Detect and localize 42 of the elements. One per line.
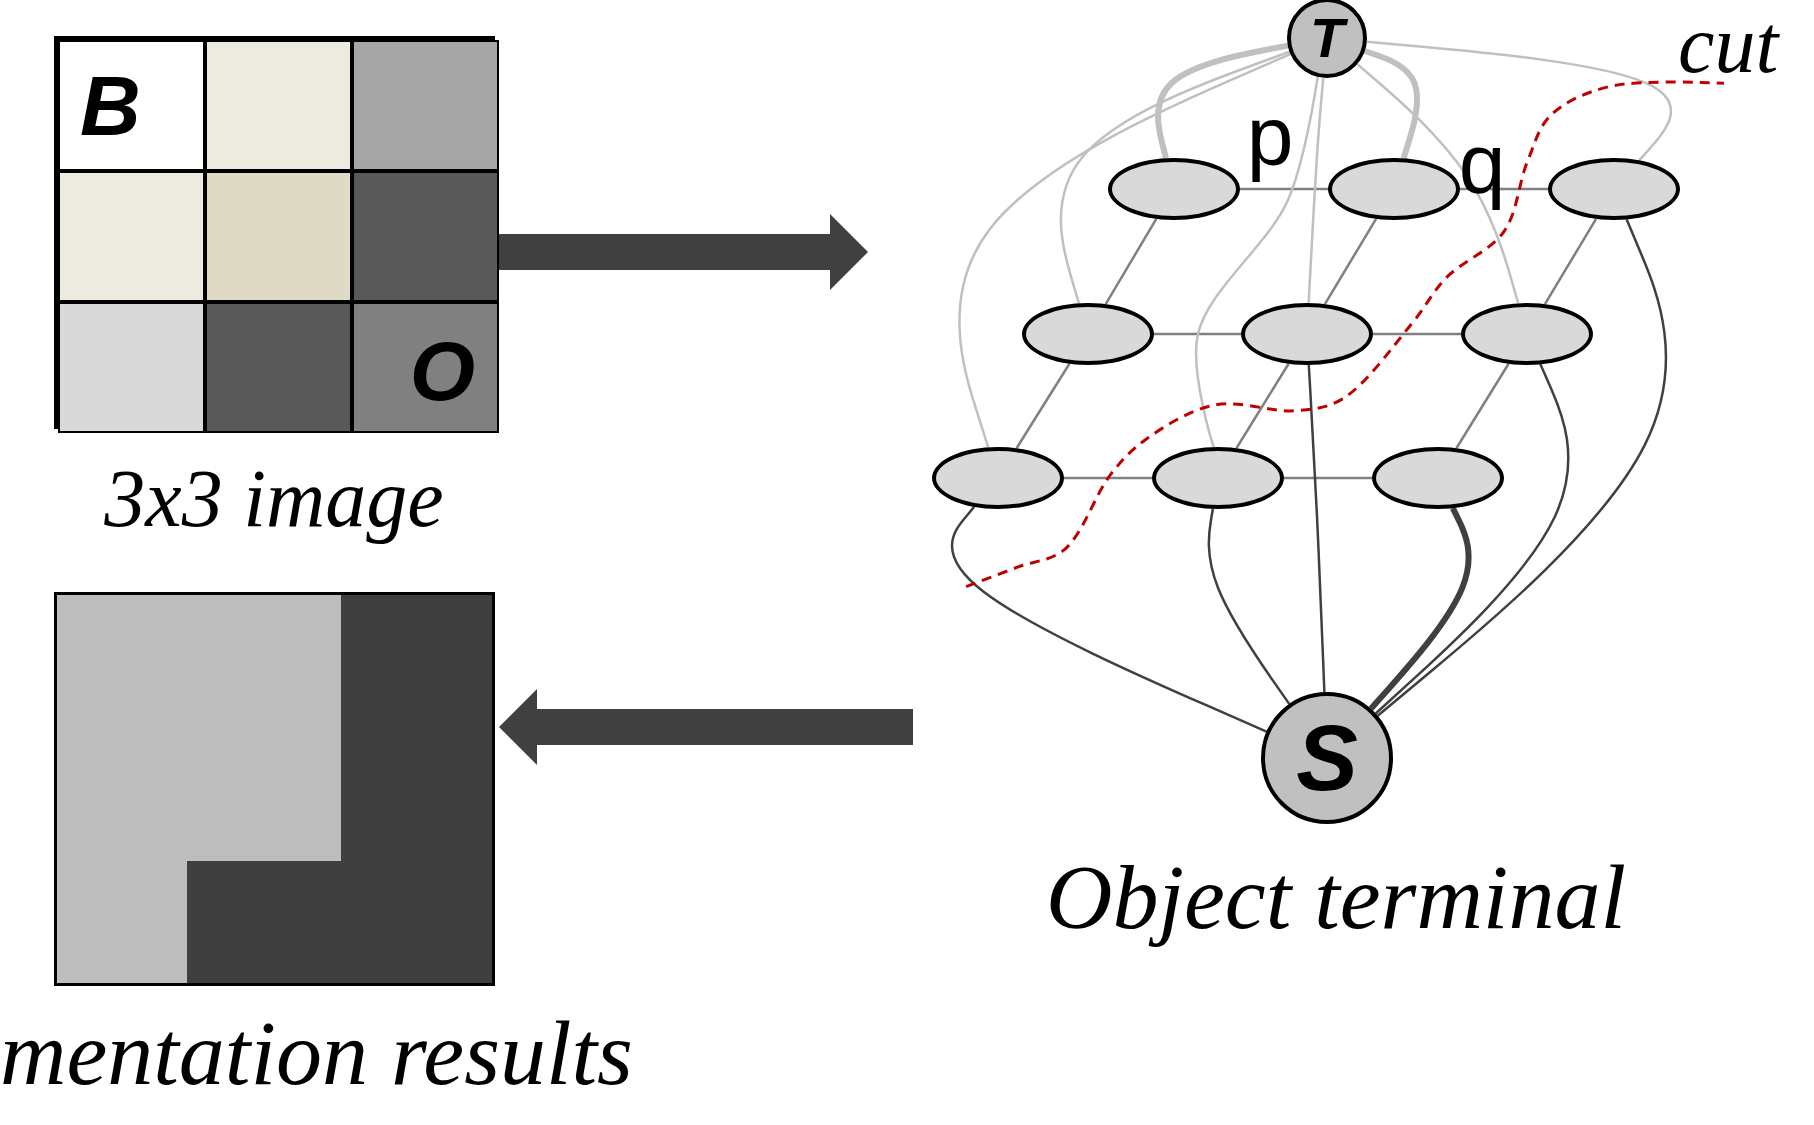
pixel-square: [352, 302, 499, 433]
node-letter: O: [409, 329, 475, 413]
graph-edge: [1154, 332, 1241, 336]
graph-edge: [1307, 77, 1325, 304]
pixel-square: [58, 40, 205, 171]
graph-edge: [1307, 364, 1326, 693]
node-label: mentation results: [0, 1007, 633, 1100]
segmentation-picture: [54, 592, 495, 986]
node-letter: S: [1296, 711, 1358, 805]
pixel-square: [205, 40, 352, 171]
graph-edge: [1104, 218, 1158, 305]
graph-edge: [1015, 363, 1071, 449]
pixel-square: [352, 40, 499, 171]
graph-edge: [1207, 508, 1291, 705]
graph-edge: [1155, 42, 1289, 159]
graph-edge: [958, 52, 1291, 448]
pixel-square: [58, 171, 205, 302]
graph-edge: [1356, 63, 1520, 304]
pixel-square: [352, 171, 499, 302]
graph-edge: [1240, 187, 1328, 191]
node-letter: B: [80, 64, 141, 148]
graph-edge: [1455, 363, 1510, 449]
pixel-square: [205, 171, 352, 302]
graph-edge: [1368, 506, 1472, 711]
graph-edge: [1194, 76, 1319, 448]
graph-edge: [1543, 218, 1598, 305]
cut-label: cut: [1678, 4, 1779, 86]
pixel-square: [205, 302, 352, 433]
graph-edge: [950, 506, 1268, 733]
graph-edge: [1374, 363, 1570, 715]
pixel-ellipse: [1328, 158, 1460, 220]
pixel-square: [58, 302, 205, 433]
graph-edge: [1376, 218, 1668, 717]
graph-edge: [1363, 48, 1421, 160]
terminal-circle: [1287, 0, 1367, 78]
graph-edge: [1235, 363, 1290, 449]
graph-edge: [1064, 476, 1152, 480]
arrow: [499, 689, 913, 765]
graph-edge: [1373, 332, 1461, 336]
graph-edge: [1323, 218, 1378, 305]
graph-edge: [1059, 50, 1290, 304]
graph-edge: [1284, 476, 1372, 480]
